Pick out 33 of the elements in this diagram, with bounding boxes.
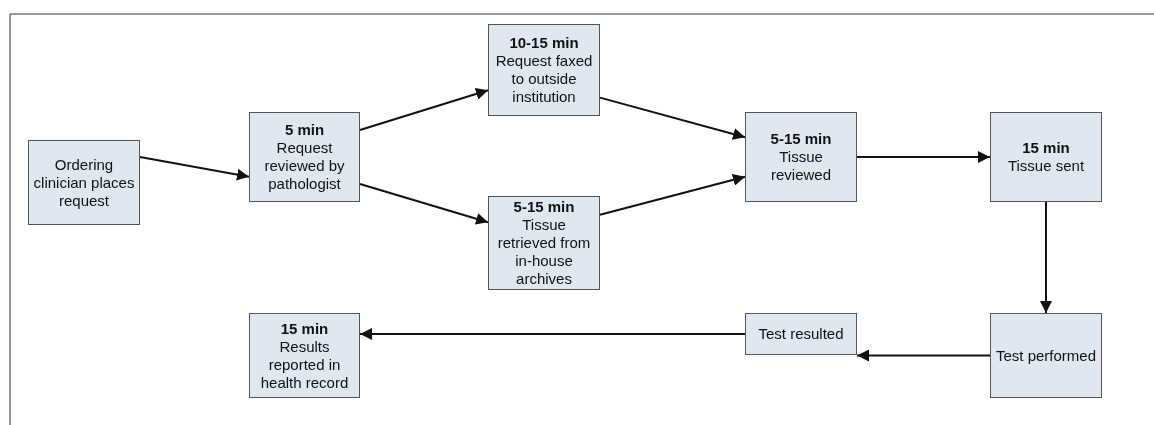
- process-box: [990, 313, 1102, 398]
- duration-heading: 5-15 min: [770, 130, 832, 148]
- duration-heading: 10-15 min: [509, 34, 579, 52]
- step-text: Tissue reviewed: [770, 148, 832, 184]
- step-text: Request reviewed by pathologist: [263, 139, 346, 193]
- duration-heading: 5-15 min: [513, 198, 575, 216]
- process-box: [488, 24, 600, 116]
- step-text: Tissue sent: [1007, 157, 1085, 175]
- arrow: [359, 88, 489, 131]
- duration-heading: 15 min: [1022, 139, 1070, 157]
- duration-heading: 5 min: [284, 121, 325, 139]
- arrow: [359, 183, 489, 225]
- arrow: [599, 174, 746, 216]
- arrow: [856, 349, 991, 362]
- step-text: Request faxed to outside institution: [494, 52, 594, 106]
- step-text: Ordering clinician places request: [33, 155, 135, 210]
- step-text: Results reported in health record: [259, 337, 350, 392]
- arrow: [856, 151, 991, 163]
- duration-heading: 15 min: [280, 319, 329, 338]
- process-box: [488, 196, 600, 290]
- arrow: [359, 328, 746, 340]
- step-text: Test performed: [995, 346, 1096, 365]
- process-box: [745, 313, 857, 355]
- process-box: [745, 112, 857, 202]
- step-text: Tissue retrieved from in-house archives: [496, 216, 592, 288]
- process-box: [990, 112, 1102, 202]
- arrow: [1040, 201, 1052, 314]
- arrow: [599, 96, 746, 140]
- process-box: [28, 140, 140, 225]
- process-box: [249, 112, 360, 202]
- arrow: [139, 156, 250, 181]
- step-text: Test resulted: [758, 325, 844, 343]
- process-box: [249, 313, 360, 398]
